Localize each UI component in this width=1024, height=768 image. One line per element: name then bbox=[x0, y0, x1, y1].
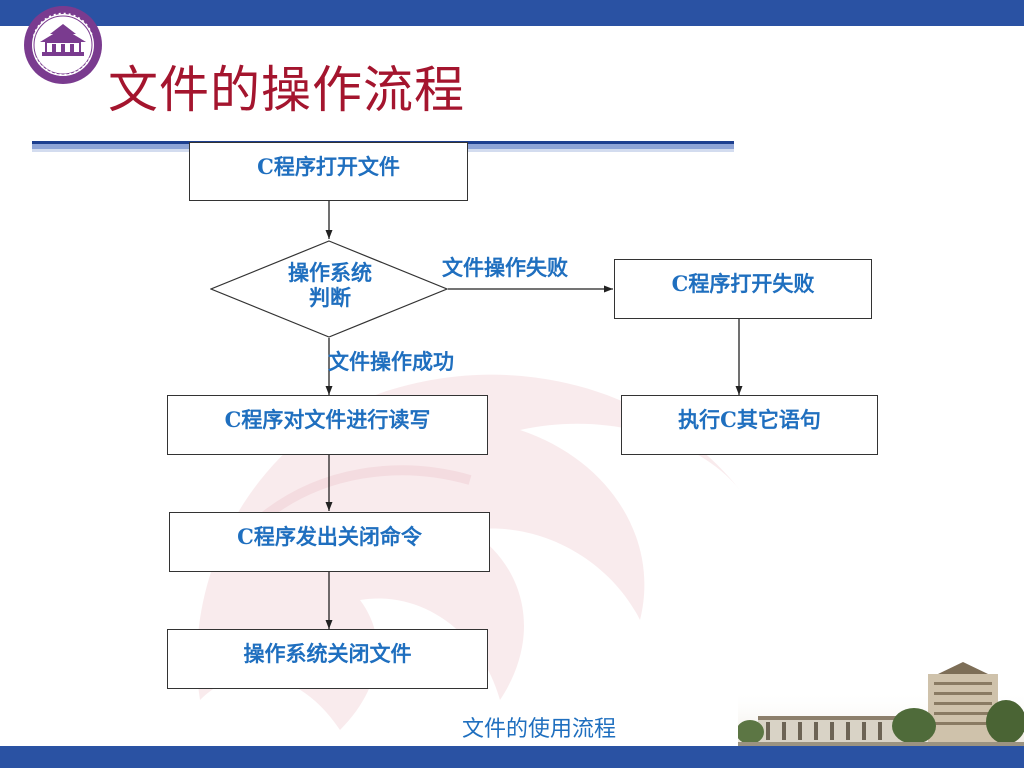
top-banner bbox=[0, 0, 1024, 26]
edge-label-fail: 文件操作失败 bbox=[442, 255, 568, 280]
node-close-command: C程序发出关闭命令 bbox=[169, 512, 490, 572]
university-seal-logo bbox=[24, 6, 102, 84]
os-check-line2: 判断 bbox=[309, 285, 351, 310]
bottom-banner bbox=[0, 746, 1024, 768]
node-open-file: C程序打开文件 bbox=[189, 142, 468, 201]
os-check-line1: 操作系统 bbox=[288, 260, 372, 285]
edge-label-success: 文件操作成功 bbox=[328, 349, 454, 374]
slide-caption: 文件的使用流程 bbox=[462, 717, 617, 742]
node-read-write: C程序对文件进行读写 bbox=[167, 395, 488, 455]
slide-title: 文件的操作流程 bbox=[108, 61, 465, 119]
node-execute-other: 执行C其它语句 bbox=[621, 395, 878, 455]
node-open-fail: C程序打开失败 bbox=[614, 259, 872, 319]
node-os-close: 操作系统关闭文件 bbox=[167, 629, 488, 689]
node-os-check-diamond bbox=[210, 240, 448, 338]
node-os-check-label: 操作系统 判断 bbox=[260, 260, 400, 310]
campus-buildings-image bbox=[738, 662, 1024, 748]
